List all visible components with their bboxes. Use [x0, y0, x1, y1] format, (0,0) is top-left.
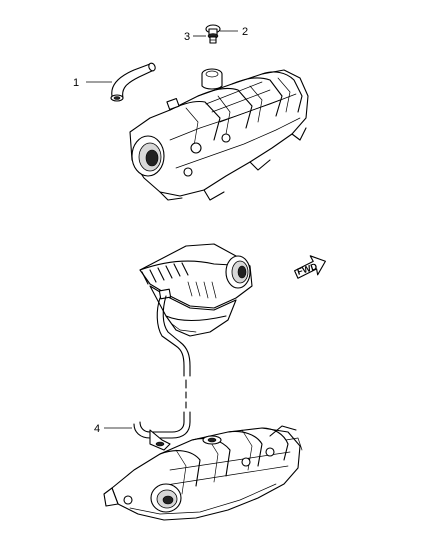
fwd-arrow: FWD: [294, 255, 326, 279]
callout-4-label: 4: [94, 423, 100, 435]
intake-manifold-lower: [103, 425, 303, 521]
hose-part-4: [133, 295, 191, 451]
pcv-valve-part: [205, 24, 221, 44]
hose-part-1: [110, 62, 156, 102]
air-cleaner-housing: [139, 243, 253, 337]
callout-1-label: 1: [73, 77, 79, 89]
callout-3: 3: [184, 31, 206, 43]
callout-2-label: 2: [242, 26, 248, 38]
fwd-label: FWD: [296, 261, 319, 277]
callout-3-label: 3: [184, 31, 190, 43]
callout-4: 4: [94, 423, 132, 435]
callout-1: 1: [73, 77, 112, 89]
callout-2: 2: [220, 26, 248, 38]
intake-manifold-upper: [129, 68, 309, 201]
